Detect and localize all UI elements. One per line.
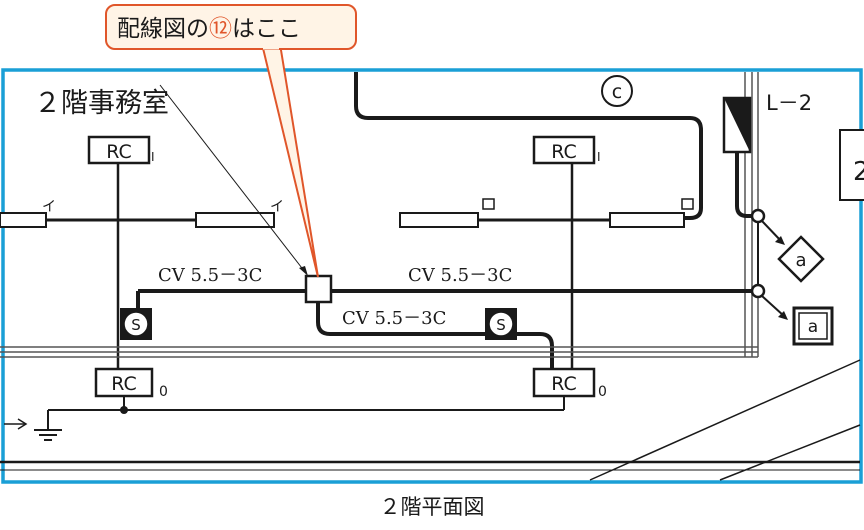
- figure-frame: [1, 68, 863, 484]
- lamp-bar: [195, 212, 275, 228]
- cable-label-right: CV 5.5－3C: [408, 265, 512, 286]
- lamp-tag: イ: [270, 199, 284, 215]
- callout-pointer: [260, 43, 319, 278]
- rc-box-top-left: [87, 135, 151, 165]
- callout-text-before: 配線図の: [117, 16, 209, 42]
- switch-icon: [123, 311, 149, 337]
- arrow-head: [775, 236, 785, 245]
- rc-box-top-right: [532, 135, 596, 165]
- switch-label: S: [496, 316, 506, 334]
- rc-suffix: 0: [159, 384, 168, 400]
- outlet-square-inner: [798, 312, 828, 340]
- lamp-bar: [399, 212, 479, 228]
- callout-text-after: はここ: [232, 16, 301, 42]
- room-label: ２階事務室: [34, 88, 169, 119]
- rc-label: RC: [106, 141, 132, 163]
- leader-arrow: [299, 266, 308, 276]
- switch-label: S: [131, 316, 141, 334]
- cable-lower-to-rc: [516, 332, 554, 372]
- junction-box-12: [304, 274, 333, 304]
- rc-suffix: I: [597, 150, 601, 164]
- lamp-tag: イ: [42, 199, 56, 215]
- lamp-bar: [609, 212, 685, 228]
- switch-icon: [488, 311, 514, 337]
- right-edge-digit: 2: [853, 157, 864, 187]
- outlet-square-label: a: [808, 317, 818, 337]
- lamp-tag-ro: [482, 198, 495, 210]
- right-edge-box: [839, 129, 864, 201]
- lamp-tag-ro: [681, 198, 694, 210]
- junction-node: [750, 283, 766, 299]
- rc-suffix: 0: [598, 384, 607, 400]
- rc-label: RC: [551, 141, 577, 163]
- cable-label-lower: CV 5.5－3C: [342, 308, 446, 329]
- figure-caption: ２階平面図: [380, 495, 485, 519]
- wire-top-loop: [354, 72, 703, 220]
- arrow-head: [778, 311, 788, 320]
- leader-line: [159, 84, 306, 273]
- callout-text: 配線図の⑫はここ: [117, 16, 301, 42]
- rc-suffix: I: [151, 150, 155, 164]
- cable-lower: [316, 302, 486, 336]
- outlet-diamond: [777, 235, 825, 283]
- circuit-c-label: c: [612, 81, 622, 103]
- wire-panel-down: [735, 152, 758, 218]
- callout-number: ⑫: [209, 16, 232, 42]
- outlet-diamond-label: a: [795, 250, 806, 271]
- lamp-bar: [0, 212, 47, 228]
- panel-fill: [724, 98, 750, 152]
- cable-label-left: CV 5.5－3C: [158, 265, 262, 286]
- diagonal-line: [589, 359, 861, 481]
- rc-label: RC: [111, 373, 137, 395]
- rc-label: RC: [551, 373, 577, 395]
- junction-node: [750, 208, 766, 224]
- diagonal-line: [719, 424, 861, 481]
- panel-label: L－2: [766, 91, 812, 115]
- arrow-to-outlet: [761, 295, 785, 317]
- ground-dot: [120, 406, 128, 414]
- callout-bubble: [105, 4, 357, 50]
- circuit-c-mark: [601, 75, 633, 107]
- arrow-head: [17, 418, 28, 430]
